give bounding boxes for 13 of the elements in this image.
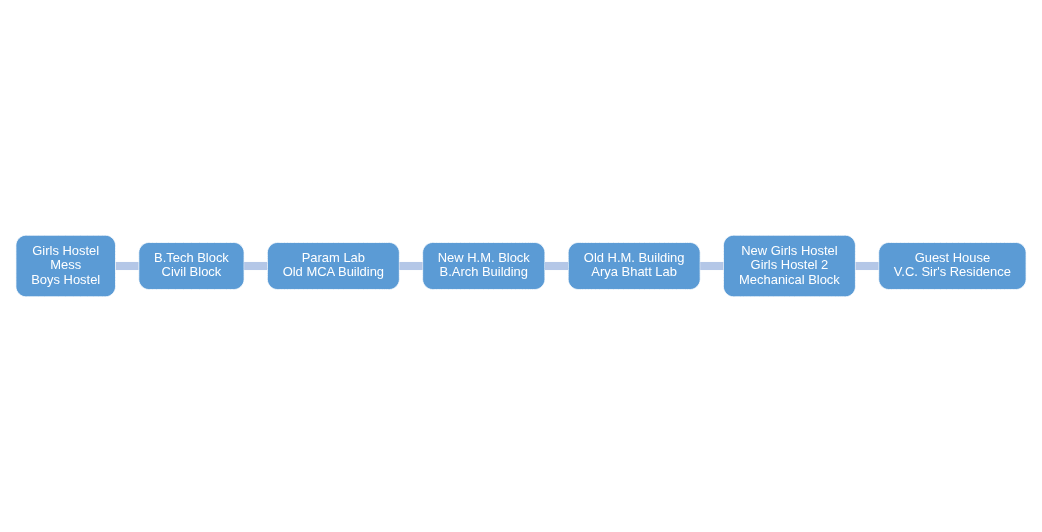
- node-box: New Girls Hostel Girls Hostel 2 Mechanical Block: [723, 234, 856, 298]
- connector: [244, 261, 268, 271]
- node-box: Girls Hostel Mess Boys Hostel: [15, 234, 116, 298]
- connector: [115, 261, 139, 271]
- connector: [700, 261, 724, 271]
- connector: [545, 261, 568, 271]
- node-box: B.Tech Block Civil Block: [138, 242, 245, 290]
- node-box: Guest House V.C. Sir's Residence: [878, 242, 1027, 290]
- node-box: Old H.M. Building Arya Bhatt Lab: [567, 242, 701, 290]
- node-box: New H.M. Block B.Arch Building: [422, 242, 546, 290]
- connector: [855, 261, 879, 271]
- node-box: Param Lab Old MCA Building: [266, 242, 400, 290]
- connector: [399, 261, 423, 271]
